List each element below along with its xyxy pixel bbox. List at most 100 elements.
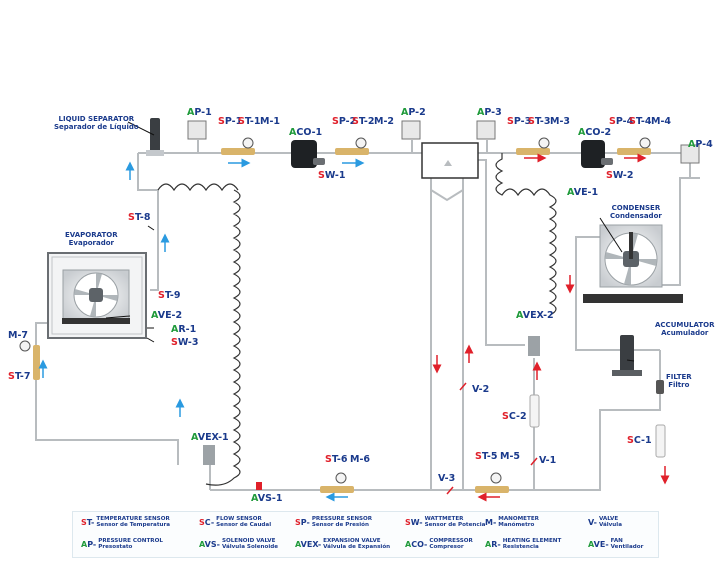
tag-prefix: S	[475, 451, 482, 462]
expansion-valve-2	[528, 336, 540, 356]
title-en: CONDENSER	[611, 204, 661, 212]
tag-code: P-2	[408, 107, 426, 118]
tag-sp4: SP-4	[609, 117, 633, 127]
legend-es: Válvula	[598, 522, 622, 529]
tag-code: P-3	[513, 116, 532, 127]
accumulator-title: ACCUMULATOR Acumulador	[655, 321, 714, 337]
tag-prefix: A	[567, 187, 574, 198]
accumulator	[620, 335, 634, 375]
tag-code: VE-1	[573, 187, 599, 198]
tag-v3: V-3	[438, 474, 455, 484]
title-es: Separador de Líquido	[54, 123, 139, 132]
tag-prefix: S	[627, 435, 634, 446]
legend-es: Sensor de Presión	[311, 522, 369, 529]
heat-exchanger-box	[421, 142, 479, 179]
flow-sensor-1	[655, 424, 666, 458]
tag-code: M-3	[550, 116, 571, 127]
tag-code: M-2	[374, 116, 395, 127]
tag-avex2: AVEX-2	[516, 311, 554, 321]
sensor-block-4	[617, 148, 651, 155]
sensor-block-7	[33, 345, 40, 380]
tag-sp1: SP-1	[218, 117, 242, 127]
legend-en: PRESSURE SENSOR	[311, 516, 373, 522]
legend-es: Manómetro	[498, 522, 535, 529]
tag-prefix: A	[187, 107, 195, 118]
tag-prefix: A	[477, 107, 485, 118]
tag-m7: M-7	[8, 331, 28, 341]
tag-code: M-6	[350, 454, 371, 465]
tag-st4: ST-4	[629, 117, 651, 127]
compressor-2	[581, 140, 605, 168]
tag-prefix: S	[128, 212, 135, 223]
manometer-6	[335, 472, 347, 484]
tag-code: V-2	[472, 384, 490, 395]
tag-code: VEX-2	[522, 310, 554, 321]
tag-prefix: S	[528, 116, 535, 127]
tag-prefix: S	[158, 290, 165, 301]
legend-en: MANOMETER	[498, 516, 539, 522]
tag-code: M-7	[8, 330, 29, 341]
pressure-control-4	[680, 144, 700, 164]
legend-code: V-	[588, 517, 597, 527]
tag-m4: M-4	[651, 117, 671, 127]
tag-code: P-1	[224, 116, 243, 127]
tag-st2: ST-2	[352, 117, 374, 127]
tag-prefix: A	[578, 127, 586, 138]
manometer-3	[538, 137, 550, 149]
tag-code: T-9	[164, 290, 181, 301]
legend-en: WATTMETER	[424, 516, 464, 522]
tag-code: P-3	[484, 107, 502, 118]
legend-code: AR-	[485, 539, 501, 549]
tag-prefix: S	[218, 116, 225, 127]
legend-es: Válvula de Expansión	[323, 544, 391, 551]
tag-st3: ST-3	[528, 117, 550, 127]
tag-code: VEX-1	[197, 432, 229, 443]
legend-en: PRESSURE CONTROL	[98, 538, 163, 544]
legend-es: Compresor	[429, 544, 464, 551]
tag-ar1: AR-1	[171, 325, 196, 335]
tag-avex1: AVEX-1	[191, 433, 229, 443]
tag-m3: M-3	[550, 117, 570, 127]
tag-aco2: ACO-2	[578, 128, 611, 138]
title-en: EVAPORATOR	[65, 231, 118, 239]
valve-v1	[530, 457, 538, 466]
filter-title: FILTER Filtro	[666, 373, 692, 389]
solenoid-valve-1	[256, 482, 262, 490]
legend-code: AVS-	[199, 539, 220, 549]
condenser-title: CONDENSER Condensador	[610, 204, 662, 220]
pressure-control-3	[476, 120, 496, 140]
tag-ap4: AP-4	[688, 140, 713, 150]
tag-v2: V-2	[472, 385, 489, 395]
tag-prefix: A	[151, 310, 158, 321]
tag-code: VS-1	[257, 493, 283, 504]
tag-m5: M-5	[500, 452, 520, 462]
pressure-control-1	[187, 120, 207, 140]
tag-st7: ST-7	[8, 372, 30, 382]
title-en: LIQUID SEPARATOR	[58, 115, 135, 123]
tag-code: W-3	[177, 337, 199, 348]
tag-st1: ST-1	[238, 117, 260, 127]
tag-aco1: ACO-1	[289, 128, 322, 138]
tag-m6: M-6	[350, 455, 370, 465]
tag-code: T-1	[244, 116, 261, 127]
legend-en: EXPANSION VALVE	[323, 538, 381, 544]
tag-m2: M-2	[374, 117, 394, 127]
tag-prefix: S	[352, 116, 359, 127]
tag-prefix: S	[325, 454, 332, 465]
legend-es: Sensor de Potencia	[424, 522, 486, 529]
filter	[656, 380, 664, 394]
tag-code: M-4	[651, 116, 672, 127]
tag-ave2: AVE-2	[151, 311, 182, 321]
tag-prefix: A	[289, 127, 297, 138]
tag-code: P-2	[338, 116, 357, 127]
pipe-bottom	[210, 350, 661, 491]
title-es: Evaporador	[68, 239, 114, 248]
pipe-separator-down	[137, 153, 158, 191]
liquid-separator-title: LIQUID SEPARATOR Separador de Líquido	[54, 115, 139, 131]
tag-st5: ST-5	[475, 452, 497, 462]
legend-en: TEMPERATURE SENSOR	[96, 516, 170, 522]
tag-code: M-5	[500, 451, 521, 462]
